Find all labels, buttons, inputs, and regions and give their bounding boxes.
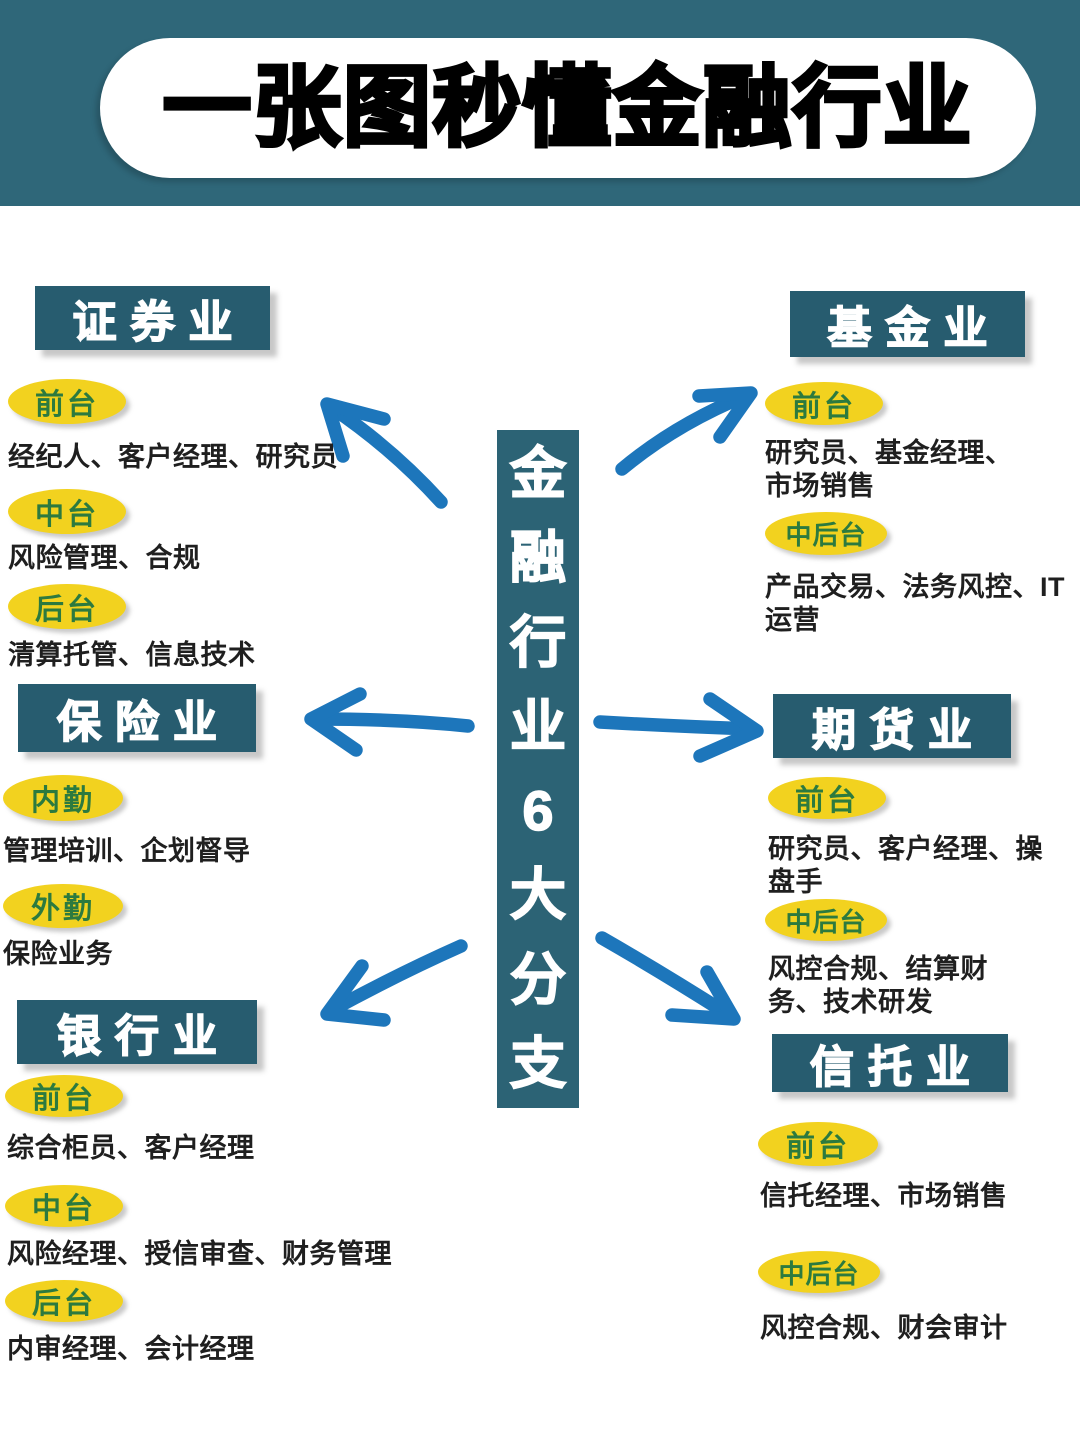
roles-funds-front-office: 研究员、基金经理、市场销售 bbox=[765, 438, 1013, 501]
center-char: 大 bbox=[509, 863, 567, 927]
section-title-funds: 基金业 bbox=[790, 291, 1025, 357]
tag-insurance-internal: 内勤 bbox=[3, 775, 123, 821]
tag-banking-back-office: 后台 bbox=[5, 1280, 123, 1322]
section-title-futures: 期货业 bbox=[773, 694, 1011, 758]
arrow-to-insurance-icon bbox=[304, 687, 475, 757]
roles-futures-front-office: 研究员、客户经理、操盘手 bbox=[768, 834, 1043, 897]
section-title-trust: 信托业 bbox=[772, 1034, 1008, 1093]
center-char: 融 bbox=[509, 526, 567, 590]
roles-banking-middle-office: 风险经理、授信审查、财务管理 bbox=[7, 1239, 392, 1269]
center-char: 6 bbox=[522, 779, 555, 843]
center-char: 行 bbox=[509, 610, 567, 674]
center-banner: 金 融 行 业 6 大 分 支 bbox=[497, 430, 579, 1108]
roles-insurance-internal: 管理培训、企划督导 bbox=[3, 836, 251, 866]
arrow-to-funds-icon bbox=[615, 386, 758, 476]
section-title-banking: 银行业 bbox=[17, 1000, 257, 1064]
roles-futures-middle-back-office: 风控合规、结算财务、技术研发 bbox=[768, 954, 988, 1017]
tag-futures-front-office: 前台 bbox=[768, 777, 886, 819]
roles-funds-middle-back-office: 产品交易、法务风控、IT运营 bbox=[765, 572, 1065, 635]
roles-securities-back-office: 清算托管、信息技术 bbox=[8, 640, 256, 670]
title-pill: 一张图秒懂金融行业 bbox=[100, 38, 1036, 178]
center-char: 支 bbox=[509, 1031, 567, 1095]
roles-banking-back-office: 内审经理、会计经理 bbox=[7, 1334, 255, 1364]
tag-funds-middle-back-office: 中后台 bbox=[765, 512, 887, 555]
page-title: 一张图秒懂金融行业 bbox=[161, 58, 973, 157]
section-title-securities: 证券业 bbox=[35, 286, 270, 350]
section-title-insurance: 保险业 bbox=[18, 684, 256, 752]
arrow-to-trust-icon bbox=[595, 931, 741, 1026]
tag-securities-middle-office: 中台 bbox=[8, 489, 126, 534]
tag-banking-front-office: 前台 bbox=[5, 1075, 123, 1117]
tag-trust-front-office: 前台 bbox=[758, 1122, 878, 1166]
center-char: 分 bbox=[509, 947, 567, 1011]
center-char: 业 bbox=[509, 694, 567, 758]
center-char: 金 bbox=[509, 442, 567, 505]
tag-insurance-field: 外勤 bbox=[3, 884, 123, 928]
tag-funds-front-office: 前台 bbox=[765, 382, 883, 425]
header-band: 一张图秒懂金融行业 bbox=[0, 0, 1080, 206]
tag-futures-middle-back-office: 中后台 bbox=[765, 899, 887, 941]
arrow-to-futures-icon bbox=[593, 692, 764, 763]
roles-securities-front-office: 经纪人、客户经理、研究员 bbox=[8, 442, 338, 472]
roles-banking-front-office: 综合柜员、客户经理 bbox=[7, 1133, 255, 1163]
tag-trust-middle-back-office: 中后台 bbox=[758, 1251, 880, 1293]
roles-insurance-field: 保险业务 bbox=[3, 939, 113, 969]
roles-securities-middle-office: 风险管理、合规 bbox=[8, 543, 201, 573]
tag-securities-back-office: 后台 bbox=[8, 584, 126, 629]
tag-banking-middle-office: 中台 bbox=[5, 1185, 123, 1227]
tag-securities-front-office: 前台 bbox=[8, 379, 126, 424]
roles-trust-middle-back-office: 风控合规、财会审计 bbox=[760, 1313, 1008, 1343]
roles-trust-front-office: 信托经理、市场销售 bbox=[760, 1181, 1008, 1211]
